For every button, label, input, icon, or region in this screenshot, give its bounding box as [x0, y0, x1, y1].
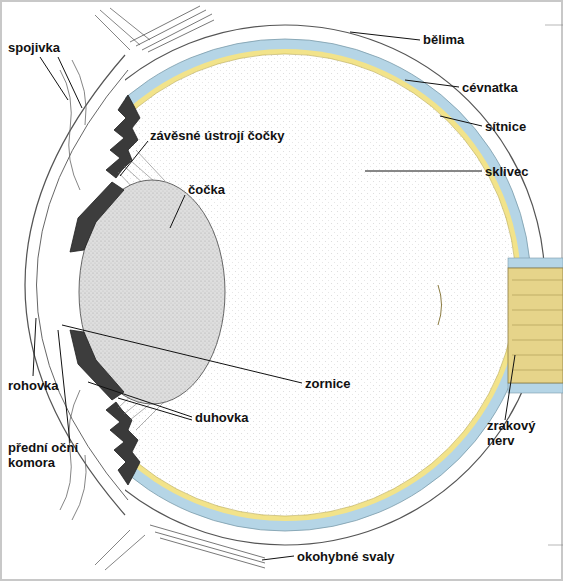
leader-lines-part [365, 171, 482, 172]
extraocular-muscles-part [130, 6, 214, 52]
leader-lines-part [505, 355, 515, 420]
conjunctiva-part [72, 60, 86, 125]
leader-lines-part [88, 382, 192, 420]
part-label: závěsné ústrojí čočky [150, 128, 284, 143]
part-label: rohovka [8, 378, 59, 393]
leader-lines-part [120, 141, 148, 176]
vitreous-body [125, 54, 516, 516]
part-label: čočka [188, 182, 225, 197]
conjunctiva-part [60, 70, 80, 190]
extraocular-muscles [130, 6, 265, 568]
ciliary-body-part [106, 402, 140, 485]
part-label: bělima [423, 32, 464, 47]
leader-lines-part [350, 32, 420, 40]
part-label: okohybné svaly [297, 549, 395, 564]
leader-lines-part [33, 318, 36, 376]
part-label: zrakový nerv [487, 418, 549, 448]
conjunctiva-part [95, 8, 150, 50]
leader-lines-part [405, 80, 459, 87]
leader-lines-part [170, 195, 185, 228]
leader-lines-part [62, 325, 302, 383]
leader-lines-part [58, 330, 70, 443]
retina [125, 49, 521, 521]
optic-nerve-part [508, 268, 563, 383]
part-label: spojivka [8, 40, 60, 55]
part-label: duhovka [195, 410, 248, 425]
part-label: přední oční komora [8, 440, 103, 470]
leader-lines-part [40, 57, 82, 108]
extraocular-muscles-part [150, 525, 265, 568]
conjunctiva-part [72, 455, 86, 520]
iris-part [70, 182, 124, 252]
sclera [125, 25, 545, 545]
eyeball-layers [125, 25, 545, 545]
optic-nerve-part [508, 258, 563, 268]
choroid [125, 39, 531, 531]
iris-part [70, 330, 124, 400]
part-label: cévnatka [462, 80, 518, 95]
optic-nerve-part [545, 25, 563, 545]
conjunctiva-part [95, 530, 145, 570]
optic-nerve-part [438, 285, 442, 325]
optic-nerve-part [508, 383, 563, 393]
part-label: sítnice [485, 119, 526, 134]
part-label: sklivec [485, 164, 528, 179]
iris [70, 182, 124, 400]
optic-nerve [438, 25, 563, 545]
leader-lines-part [262, 556, 294, 560]
leader-lines-part [440, 116, 482, 126]
leader-lines [33, 32, 515, 560]
optic-nerve-part [512, 280, 563, 370]
part-label: zornice [305, 376, 351, 391]
ciliary-body-part [106, 95, 140, 178]
